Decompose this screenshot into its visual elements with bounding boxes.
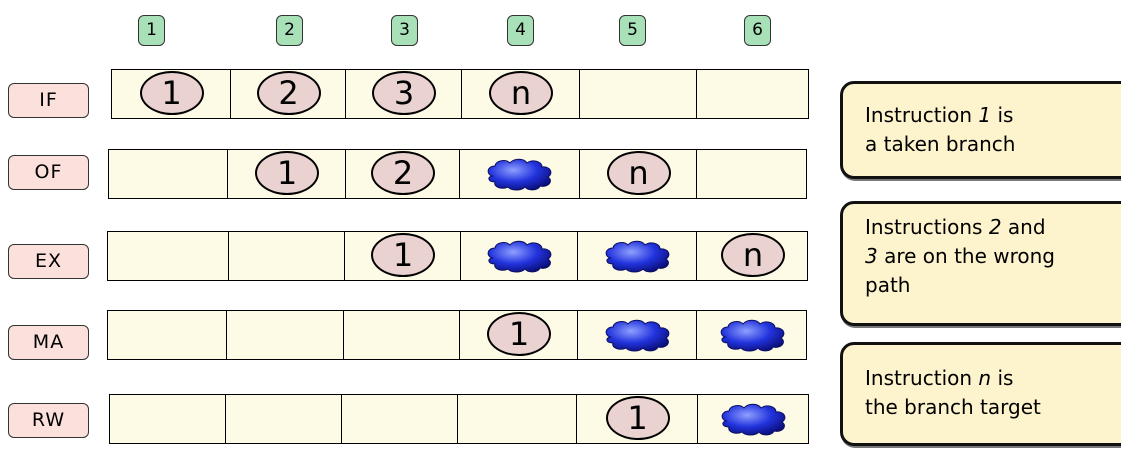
- note-text: Instructions: [865, 215, 989, 239]
- instruction-token: n: [607, 151, 671, 195]
- note-text: Instruction: [865, 366, 978, 390]
- cell-divider: [696, 70, 697, 118]
- note-emphasis: 3: [865, 244, 878, 268]
- note-text: is: [991, 103, 1013, 127]
- note-wrong-path: Instructions 2 and 3 are on the wrong pa…: [840, 201, 1121, 326]
- pipeline-row-rw: 1: [109, 394, 809, 444]
- cell-divider: [696, 232, 697, 280]
- note-emphasis: n: [978, 366, 991, 390]
- stage-label-ex: EX: [8, 244, 89, 279]
- note-text: and: [1002, 215, 1046, 239]
- pipeline-bubble-icon: [717, 317, 789, 353]
- note-text: path: [865, 273, 910, 297]
- note-text: are on the wrong: [878, 244, 1055, 268]
- instruction-token: 2: [371, 151, 435, 195]
- note-text: Instruction: [865, 103, 978, 127]
- instruction-token: 1: [371, 233, 435, 277]
- cycle-number: 2: [276, 15, 303, 46]
- pipeline-bubble-icon: [602, 317, 674, 353]
- cell-divider: [345, 70, 346, 118]
- cell-divider: [227, 150, 228, 198]
- cycle-number: 5: [619, 15, 646, 46]
- stage-label-of: OF: [8, 155, 89, 190]
- cell-divider: [344, 232, 345, 280]
- stage-label-rw: RW: [8, 403, 89, 438]
- instruction-token: n: [489, 71, 553, 115]
- cell-divider: [459, 311, 460, 359]
- note-text: the branch target: [865, 395, 1041, 419]
- pipeline-bubble-icon: [718, 401, 790, 437]
- cell-divider: [696, 150, 697, 198]
- cell-divider: [579, 70, 580, 118]
- note-emphasis: 2: [989, 215, 1002, 239]
- cell-divider: [577, 311, 578, 359]
- instruction-token: 1: [487, 312, 551, 356]
- cell-divider: [579, 150, 580, 198]
- instruction-token: n: [721, 233, 785, 277]
- pipeline-row-ma: 1: [107, 310, 807, 360]
- instruction-token: 2: [257, 71, 321, 115]
- note-emphasis: 1: [978, 103, 991, 127]
- note-text: is: [991, 366, 1013, 390]
- instruction-token: 1: [140, 71, 204, 115]
- pipeline-row-if: 1 2 3 n: [111, 69, 809, 119]
- cycle-number: 6: [744, 15, 771, 46]
- pipeline-bubble-icon: [602, 238, 674, 274]
- cycle-number: 1: [138, 15, 165, 46]
- cell-divider: [345, 150, 346, 198]
- cell-divider: [226, 311, 227, 359]
- cell-divider: [341, 395, 342, 443]
- cell-divider: [228, 232, 229, 280]
- cell-divider: [343, 311, 344, 359]
- instruction-token: 3: [372, 71, 436, 115]
- note-text: a taken branch: [865, 132, 1015, 156]
- cell-divider: [697, 395, 698, 443]
- instruction-token: 1: [255, 151, 319, 195]
- instruction-token: 1: [606, 396, 670, 440]
- cell-divider: [459, 150, 460, 198]
- pipeline-bubble-icon: [484, 238, 556, 274]
- cycle-number: 4: [507, 15, 534, 46]
- cell-divider: [230, 70, 231, 118]
- pipeline-bubble-icon: [484, 156, 556, 192]
- cell-divider: [460, 232, 461, 280]
- cell-divider: [577, 232, 578, 280]
- cell-divider: [225, 395, 226, 443]
- cell-divider: [696, 311, 697, 359]
- stage-label-ma: MA: [8, 325, 89, 360]
- stage-label-if: IF: [8, 83, 89, 118]
- cycle-number: 3: [391, 15, 418, 46]
- note-branch-target: Instruction n is the branch target: [840, 342, 1121, 446]
- cell-divider: [576, 395, 577, 443]
- cell-divider: [457, 395, 458, 443]
- note-taken-branch: Instruction 1 is a taken branch: [840, 81, 1121, 179]
- cell-divider: [461, 70, 462, 118]
- pipeline-row-of: 1 2 n: [108, 149, 807, 199]
